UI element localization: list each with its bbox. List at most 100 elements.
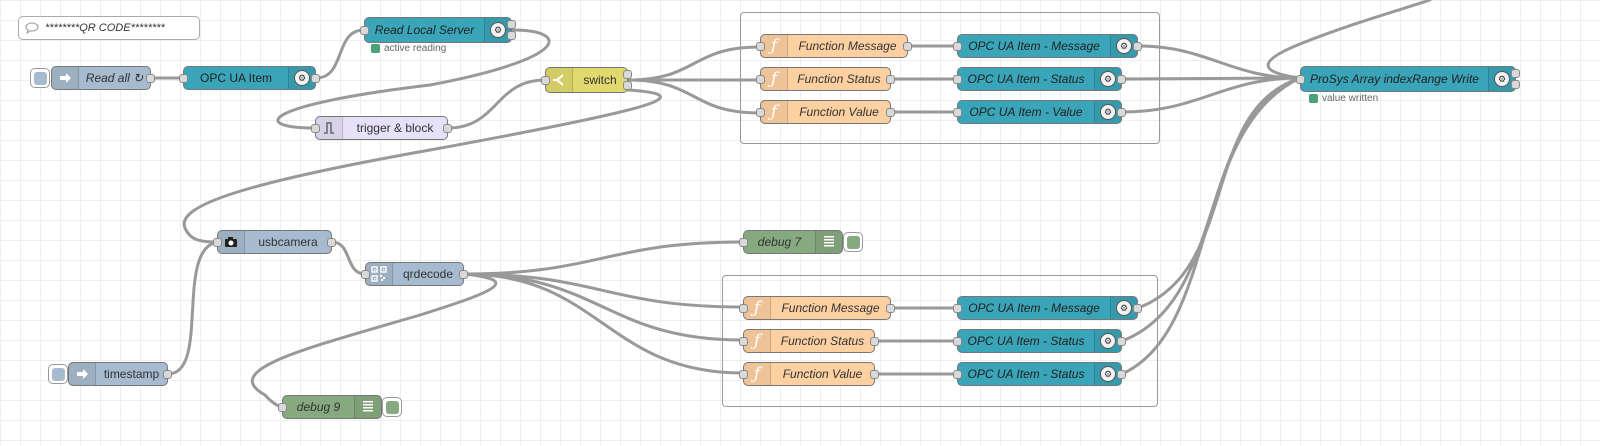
opcua-node-message[interactable]: OPC UA Item - Message ⚙ <box>953 34 1142 58</box>
wire[interactable] <box>1266 0 1432 80</box>
wire[interactable] <box>182 88 662 244</box>
input-port[interactable] <box>361 270 370 279</box>
opcua-node-status[interactable]: OPC UA Item - Status ⚙ <box>953 67 1126 91</box>
function-node-value[interactable]: ƒ Function Value <box>739 362 879 386</box>
debug-toggle-button[interactable] <box>843 232 863 252</box>
opcua-node-item[interactable]: OPC UA Item ⚙ <box>179 66 320 90</box>
node-label: usbcamera <box>258 235 318 249</box>
wire[interactable] <box>462 272 745 375</box>
node-label: switch <box>583 73 617 87</box>
node-label: debug 9 <box>296 400 341 414</box>
comment-node[interactable]: ********QR CODE******** <box>18 16 200 40</box>
wire[interactable] <box>314 28 366 80</box>
wire[interactable] <box>166 240 219 376</box>
input-port[interactable] <box>311 124 320 133</box>
wire[interactable] <box>1120 76 1302 114</box>
wire[interactable] <box>462 240 745 276</box>
input-port[interactable] <box>360 26 369 35</box>
wire[interactable] <box>446 78 547 130</box>
output-port[interactable] <box>459 270 468 279</box>
wire[interactable] <box>250 272 498 409</box>
group-bottom[interactable] <box>722 275 1158 407</box>
output-port[interactable] <box>327 238 336 247</box>
input-port[interactable] <box>756 42 765 51</box>
output-port[interactable] <box>623 70 632 79</box>
output-port[interactable] <box>163 370 172 379</box>
input-port[interactable] <box>213 238 222 247</box>
input-port[interactable] <box>953 42 962 51</box>
output-port[interactable] <box>886 108 895 117</box>
output-port[interactable] <box>1133 42 1142 51</box>
output-port[interactable] <box>886 75 895 84</box>
output-port[interactable] <box>1133 304 1142 313</box>
output-port[interactable] <box>903 42 912 51</box>
usbcamera-node[interactable]: usbcamera <box>213 230 336 254</box>
input-port[interactable] <box>953 370 962 379</box>
input-port[interactable] <box>953 108 962 117</box>
output-port[interactable] <box>311 74 320 83</box>
output-port[interactable] <box>623 81 632 90</box>
debug-node-7[interactable]: debug 7 <box>739 230 843 254</box>
function-node-message[interactable]: ƒ Function Message <box>756 34 912 58</box>
opcua-node-status[interactable]: OPC UA Item - Status ⚙ <box>953 329 1126 353</box>
input-port[interactable] <box>756 108 765 117</box>
input-port[interactable] <box>541 76 550 85</box>
function-icon: ƒ <box>761 68 788 90</box>
opcua-node-read-local-server[interactable]: Read Local Server ⚙ <box>360 17 516 43</box>
opcua-node-message[interactable]: OPC UA Item - Message ⚙ <box>953 296 1142 320</box>
wire[interactable] <box>276 28 551 130</box>
output-port[interactable] <box>443 124 452 133</box>
node-label: Function Value <box>782 367 863 381</box>
input-port[interactable] <box>739 370 748 379</box>
group-top[interactable] <box>740 12 1160 144</box>
output-port[interactable] <box>870 337 879 346</box>
function-node-status[interactable]: ƒ Function Status <box>739 329 879 353</box>
output-port[interactable] <box>1511 69 1520 78</box>
opcua-node-prosys-write[interactable]: ProSys Array indexRange Write ⚙ <box>1296 66 1520 92</box>
node-label: OPC UA Item - Status <box>967 334 1085 348</box>
output-port[interactable] <box>886 304 895 313</box>
opcua-node-status[interactable]: OPC UA Item - Status ⚙ <box>953 362 1126 386</box>
debug-toggle-button[interactable] <box>382 397 402 417</box>
input-port[interactable] <box>739 337 748 346</box>
input-port[interactable] <box>278 403 287 412</box>
output-port[interactable] <box>1117 337 1126 346</box>
output-port[interactable] <box>507 20 516 29</box>
function-node-message[interactable]: ƒ Function Message <box>739 296 895 320</box>
wire[interactable] <box>330 240 367 276</box>
output-port[interactable] <box>1511 80 1520 89</box>
inject-node-read-all[interactable]: Read all ↻ <box>51 66 155 90</box>
input-port[interactable] <box>953 75 962 84</box>
inject-trigger-button[interactable] <box>30 68 50 88</box>
debug-node-9[interactable]: debug 9 <box>278 395 382 419</box>
input-port[interactable] <box>739 304 748 313</box>
input-port[interactable] <box>756 75 765 84</box>
function-node-value[interactable]: ƒ Function Value <box>756 100 895 124</box>
wire[interactable] <box>626 78 762 115</box>
output-port[interactable] <box>1117 370 1126 379</box>
input-port[interactable] <box>953 337 962 346</box>
wire[interactable] <box>1120 76 1302 376</box>
output-port[interactable] <box>870 370 879 379</box>
output-port[interactable] <box>146 74 155 83</box>
input-port[interactable] <box>1296 75 1305 84</box>
switch-node[interactable]: switch <box>541 67 632 93</box>
input-port[interactable] <box>179 74 188 83</box>
inject-button-fill <box>33 71 47 85</box>
output-port[interactable] <box>1117 75 1126 84</box>
node-label: trigger & block <box>356 121 434 135</box>
function-node-status[interactable]: ƒ Function Status <box>756 67 895 91</box>
opcua-node-value[interactable]: OPC UA Item - Value ⚙ <box>953 100 1126 124</box>
input-port[interactable] <box>739 238 748 247</box>
qrdecode-node[interactable]: qrdecode <box>361 262 468 286</box>
node-status-value-written: value written <box>1309 93 1378 104</box>
trigger-node[interactable]: trigger & block <box>311 116 452 140</box>
inject-node-timestamp[interactable]: timestamp <box>68 362 172 386</box>
inject-trigger-button[interactable] <box>48 364 68 384</box>
debug-list-icon <box>354 396 381 418</box>
output-port[interactable] <box>1117 108 1126 117</box>
input-port[interactable] <box>953 304 962 313</box>
output-port[interactable] <box>507 31 516 40</box>
